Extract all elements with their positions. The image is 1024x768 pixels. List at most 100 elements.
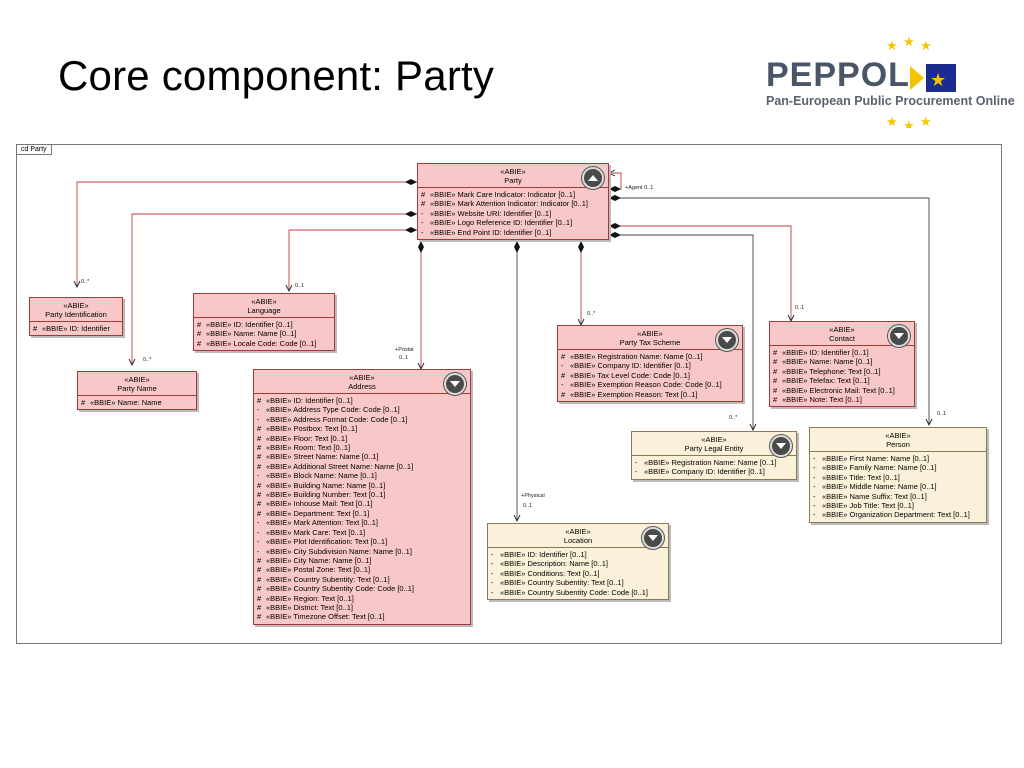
svg-text:★: ★ [886,38,898,53]
connector-contact [609,225,792,321]
label-physical-mult: 0..1 [523,503,533,509]
class-stereotype: «ABIE» [251,297,277,306]
attribute-visibility: - [813,472,816,482]
expand-down-icon[interactable] [642,527,664,549]
class-name: Party Identification [45,310,107,319]
label-legal-mult: 0..* [729,415,738,421]
attribute-visibility: # [257,574,262,584]
class-partyname[interactable]: «ABIE»Party Name#«BBIE» Name: Name [77,371,197,411]
expand-down-icon[interactable] [888,325,910,347]
attribute-row: -«BBIE» Middle Name: Name [0..1] [813,482,983,491]
expand-down-icon[interactable] [770,435,792,457]
attribute-visibility: # [197,329,202,339]
class-name: Address [348,382,376,391]
class-contact[interactable]: «ABIE»Contact # «BBIE» ID: Identifier [0..… [769,321,915,408]
attribute-visibility: - [491,550,494,559]
attribute-text: «BBIE» Mark Care Indicator: Indicator [0… [430,190,576,199]
attribute-row: -«BBIE» Description: Name [0..1] [491,559,665,568]
class-location[interactable]: «ABIE»Location-«BBIE» ID: Identifier [0.… [487,523,669,601]
class-stereotype: «ABIE» [885,431,911,440]
attribute-visibility: - [491,568,494,578]
attribute-row: #«BBIE» Inhouse Mail: Text [0..1] [257,499,467,508]
class-attributes: -«BBIE» Registration Name: Name [0..1]-«… [632,456,796,479]
connector-person [609,197,930,425]
expand-down-icon[interactable] [716,329,738,351]
class-attributes: #«BBIE» ID: Identifier [0..1]-«BBIE» Add… [254,394,470,624]
attribute-visibility: # [257,584,262,594]
attribute-text: «BBIE» District: Text [0..1] [266,602,353,612]
attribute-row: -«BBIE» Conditions: Text [0..1] [491,569,665,578]
attribute-row: #«BBIE» Country Subentity Code: Code [0.… [257,584,467,593]
attribute-row: #«BBIE» Room: Text [0..1] [257,443,467,452]
attribute-text: «BBIE» Company ID: Identifier [0..1] [644,467,765,477]
attribute-visibility: - [813,482,816,492]
attribute-visibility: # [257,424,262,434]
class-person[interactable]: «ABIE»Person-«BBIE» First Name: Name [0.… [809,427,987,523]
attribute-text: «BBIE» Mark Care: Text [0..1] [266,527,366,537]
attribute-text: «BBIE» Name: Name [0..1] [782,357,873,367]
attribute-text: «BBIE» Middle Name: Name [0..1] [822,482,937,492]
attribute-visibility: # [773,348,778,357]
class-name: Location [563,536,593,545]
class-partyid[interactable]: «ABIE»Party Identification#«BBIE» ID: Id… [29,297,123,337]
expand-down-icon[interactable] [444,373,466,395]
class-party[interactable]: «ABIE»Party#«BBIE» Mark Care Indicator: … [417,163,609,241]
class-stereotype: «ABIE» [701,435,727,444]
svg-text:★: ★ [920,114,932,128]
attribute-text: «BBIE» Inhouse Mail: Text [0..1] [266,499,373,509]
class-header: «ABIE»Address [254,370,470,394]
class-taxscheme[interactable]: «ABIE»Party Tax Scheme#«BBIE» Registrati… [557,325,743,403]
class-name: Party Legal Entity [684,444,744,453]
attribute-text: «BBIE» Website URI: Identifier [0..1] [430,208,552,218]
attribute-visibility: - [813,454,816,463]
attribute-text: «BBIE» Postbox: Text [0..1] [266,424,358,434]
attribute-visibility: # [257,602,262,612]
attribute-row: -«BBIE» ID: Identifier [0..1] [491,550,665,559]
attribute-text: «BBIE» Exemption Reason: Text [0..1] [570,389,698,399]
attribute-text: «BBIE» Region: Text [0..1] [266,593,354,603]
attribute-visibility: # [257,490,262,500]
collapse-up-icon[interactable] [582,167,604,189]
attribute-row: -«BBIE» Country Subentity Code: Code [0.… [491,588,665,597]
attribute-visibility: - [491,578,494,588]
attribute-text: «BBIE» Name: Name [90,398,162,407]
attribute-visibility: # [561,370,566,380]
class-address[interactable]: «ABIE»Address #«BBIE» ID: Identifier [0..… [253,369,471,625]
class-header: «ABIE»Contact [770,322,914,346]
eu-stars-icon: ★ ★ ★ ★ ★ ★ ★ [886,36,956,128]
attribute-row: -«BBIE» Organization Department: Text [0… [813,510,983,519]
class-attributes: #«BBIE» Registration Name: Name [0..1]-«… [558,350,742,401]
attribute-text: «BBIE» Conditions: Text [0..1] [500,568,600,578]
attribute-text: «BBIE» Floor: Text [0..1] [266,433,348,443]
attribute-visibility: # [33,324,38,333]
attribute-text: «BBIE» Logo Reference ID: Identifier [0.… [430,218,573,228]
label-taxscheme-mult: 0..* [587,311,596,317]
class-attributes: #«BBIE» ID: Identifier [30,322,122,335]
logo-word: PEPPOL [766,56,910,94]
attribute-row: #«BBIE» Region: Text [0..1] [257,594,467,603]
class-stereotype: «ABIE» [829,325,855,334]
attribute-row: -«BBIE» Logo Reference ID: Identifier [0… [421,218,605,227]
attribute-row: #«BBIE» ID: Identifier [0..1] [257,396,467,405]
attribute-visibility: - [257,414,260,424]
attribute-row: #«BBIE» Tax Level Code: Code [0..1] [561,371,739,380]
attribute-row: -«BBIE» Job Title: Text [0..1] [813,501,983,510]
attribute-text: «BBIE» Street Name: Name [0..1] [266,452,379,462]
svg-text:★: ★ [886,114,898,128]
class-name: Party [504,176,522,185]
attribute-text: «BBIE» Company ID: Identifier [0..1] [570,361,691,371]
attribute-text: «BBIE» Locale Code: Code [0..1] [206,338,317,348]
attribute-visibility: - [813,491,816,501]
label-partyname-mult: 0..* [143,357,152,363]
attribute-row: -«BBIE» City Subdivision Name: Name [0..… [257,547,467,556]
class-language[interactable]: «ABIE»Language#«BBIE» ID: Identifier [0.… [193,293,335,352]
attribute-text: «BBIE» End Point ID: Identifier [0..1] [430,227,552,237]
attribute-row: #«BBIE» City Name: Name [0..1] [257,556,467,565]
class-legal[interactable]: «ABIE»Party Legal Entity -«BBIE» Registra… [631,431,797,480]
attribute-row: #«BBIE» Street Name: Name [0..1] [257,452,467,461]
attribute-row: #«BBIE» Telefax: Text [0..1] [773,376,911,385]
attribute-text: «BBIE» ID: Identifier [0..1] [782,348,869,357]
class-name: Party Name [117,384,157,393]
attribute-text: «BBIE» Building Number: Text [0..1] [266,490,386,500]
attribute-text: «BBIE» ID: Identifier [0..1] [500,550,587,559]
